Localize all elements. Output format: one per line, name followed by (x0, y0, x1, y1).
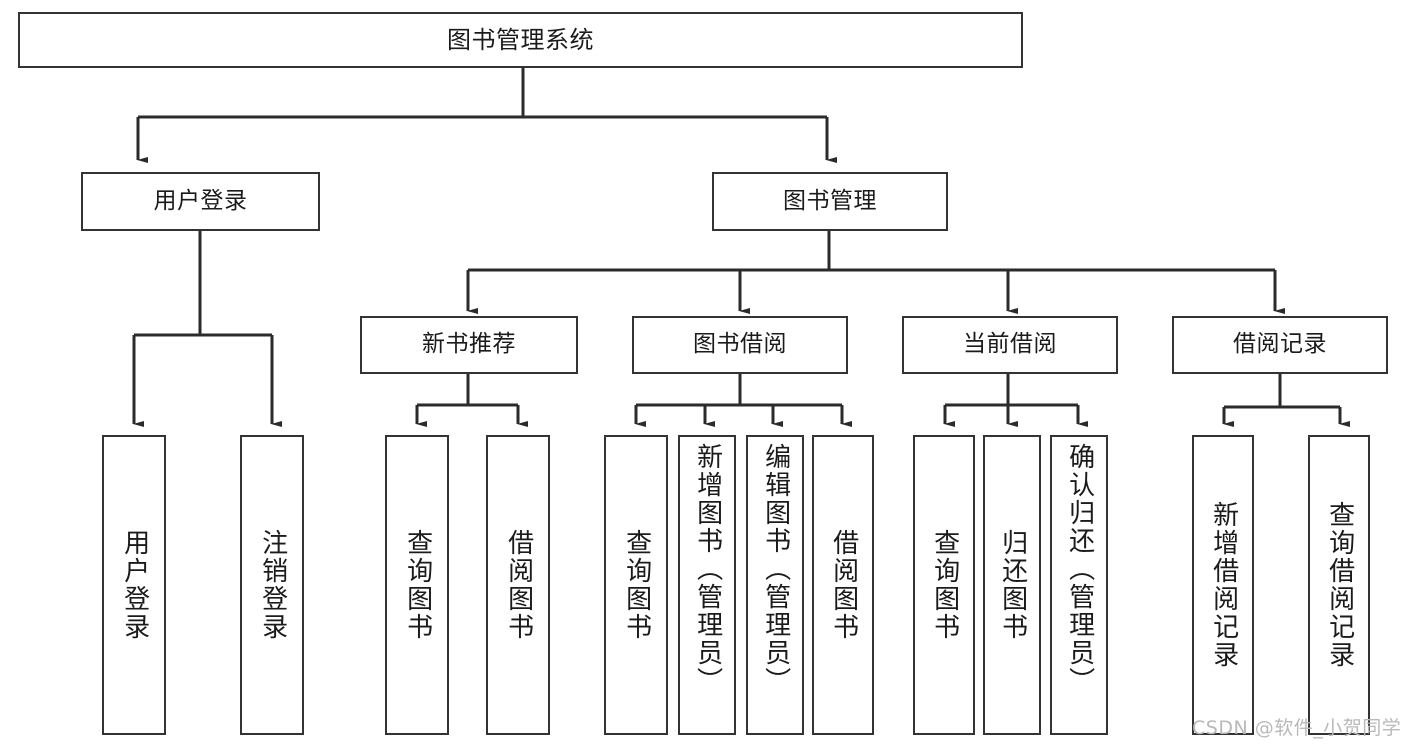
node-label: 查询借阅记录 (1324, 501, 1355, 669)
node-label: 用户登录 (119, 529, 150, 641)
node-label: 借阅图书 (503, 529, 534, 641)
node-label: 归还图书 (997, 529, 1028, 641)
leaf-recommend-query-book[interactable]: 查询图书 (385, 435, 449, 735)
node-label: 图书管理 (783, 187, 877, 214)
leaf-recommend-borrow-book[interactable]: 借阅图书 (486, 435, 550, 735)
node-label: 借阅记录 (1233, 331, 1327, 358)
node-label: 用户登录 (153, 187, 248, 214)
node-root-system[interactable]: 图书管理系统 (18, 12, 1023, 68)
node-label: 当前借阅 (963, 331, 1057, 358)
leaf-current-query-book[interactable]: 查询图书 (913, 435, 975, 735)
node-user-login[interactable]: 用户登录 (81, 172, 320, 231)
leaf-record-add-record[interactable]: 新增借阅记录 (1192, 435, 1254, 735)
node-label: 查询图书 (621, 529, 652, 641)
node-label: 新增借阅记录 (1208, 501, 1239, 669)
leaf-borrow-borrow-book[interactable]: 借阅图书 (812, 435, 874, 735)
node-label: 新增图书（管理员） (692, 443, 723, 695)
node-label: 新书推荐 (422, 331, 516, 358)
csdn-watermark: CSDN @软件_小贺同学 (1192, 717, 1402, 739)
leaf-borrow-add-book-admin[interactable]: 新增图书（管理员） (678, 435, 736, 735)
node-new-book-recommend[interactable]: 新书推荐 (360, 316, 578, 374)
node-label: 借阅图书 (828, 529, 859, 641)
leaf-current-return-book[interactable]: 归还图书 (983, 435, 1041, 735)
node-label: 注销登录 (257, 529, 288, 641)
leaf-user-logout[interactable]: 注销登录 (240, 435, 304, 735)
node-label: 查询图书 (929, 529, 960, 641)
leaf-record-query-record[interactable]: 查询借阅记录 (1308, 435, 1370, 735)
leaf-borrow-query-book[interactable]: 查询图书 (604, 435, 668, 735)
node-book-management[interactable]: 图书管理 (712, 172, 948, 231)
leaf-current-confirm-return-admin[interactable]: 确认归还（管理员） (1050, 435, 1108, 735)
node-label: 查询图书 (402, 529, 433, 641)
node-current-borrow[interactable]: 当前借阅 (902, 316, 1118, 374)
node-book-borrow[interactable]: 图书借阅 (632, 316, 848, 374)
node-borrow-record[interactable]: 借阅记录 (1172, 316, 1388, 374)
node-label: 编辑图书（管理员） (760, 443, 791, 695)
leaf-user-login[interactable]: 用户登录 (102, 435, 166, 735)
node-label: 确认归还（管理员） (1064, 443, 1095, 695)
node-label: 图书管理系统 (447, 25, 594, 54)
node-label: 图书借阅 (693, 331, 787, 358)
leaf-borrow-edit-book-admin[interactable]: 编辑图书（管理员） (746, 435, 804, 735)
